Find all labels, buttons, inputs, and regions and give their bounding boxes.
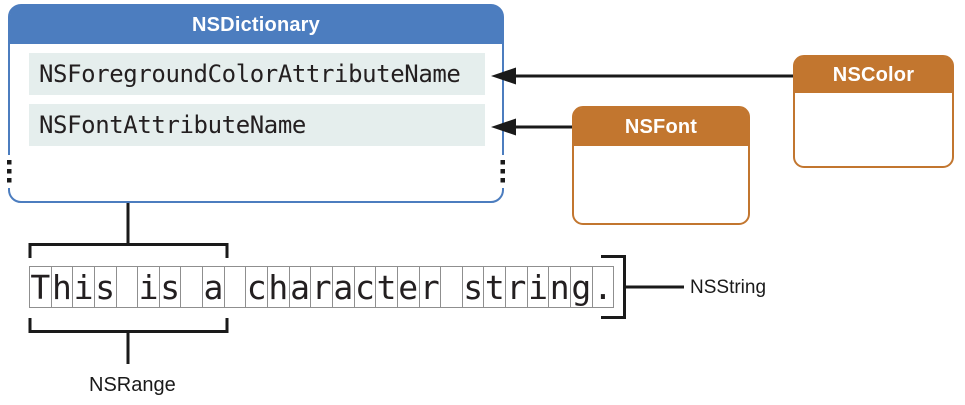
character-cell: r: [310, 266, 333, 308]
character-cell: [180, 266, 204, 308]
range-bracket-top: [28, 243, 229, 258]
character-cell: .: [591, 266, 615, 308]
nsfont-title: NSFont: [624, 115, 698, 138]
nsdictionary-box: NSDictionary: [8, 4, 504, 203]
character-cell: t: [375, 266, 398, 308]
character-cell: c: [245, 266, 269, 308]
character-cell: i: [137, 266, 160, 308]
character-cell: [115, 266, 139, 308]
character-cell: [223, 266, 247, 308]
character-cell: r: [505, 266, 528, 308]
range-bracket-bottom: [28, 318, 229, 333]
dictionary-key-foreground-color: NSForegroundColorAttributeName: [29, 53, 485, 95]
nscolor-box: NSColor: [793, 55, 954, 168]
character-cell: i: [72, 266, 95, 308]
nscolor-title: NSColor: [832, 63, 915, 86]
character-cell: h: [50, 266, 74, 308]
nsfont-header: NSFont: [574, 108, 748, 146]
character-cell: t: [483, 266, 507, 308]
character-cell: i: [526, 266, 550, 308]
character-cell: a: [202, 266, 225, 308]
character-cell: e: [396, 266, 420, 308]
character-cell: c: [353, 266, 377, 308]
character-cell: s: [158, 266, 182, 308]
character-cell: h: [267, 266, 290, 308]
character-cell: a: [331, 266, 355, 308]
nsrange-label: NSRange: [89, 374, 176, 396]
character-cell: r: [418, 266, 442, 308]
character-cell: g: [570, 266, 593, 308]
character-cell: [440, 266, 463, 308]
nsfont-box: NSFont: [572, 106, 750, 225]
nsstring-label: NSString: [690, 277, 767, 298]
nscolor-header: NSColor: [795, 57, 952, 93]
nscolor-arrow: [491, 67, 793, 85]
character-cell: n: [548, 266, 572, 308]
character-cell: s: [93, 266, 117, 308]
character-cell: s: [461, 266, 485, 308]
nsdictionary-title: NSDictionary: [192, 13, 320, 36]
character-cell: a: [288, 266, 312, 308]
nsdictionary-header: NSDictionary: [10, 6, 502, 44]
dictionary-key-font: NSFontAttributeName: [29, 104, 485, 146]
character-cell: T: [29, 266, 52, 308]
